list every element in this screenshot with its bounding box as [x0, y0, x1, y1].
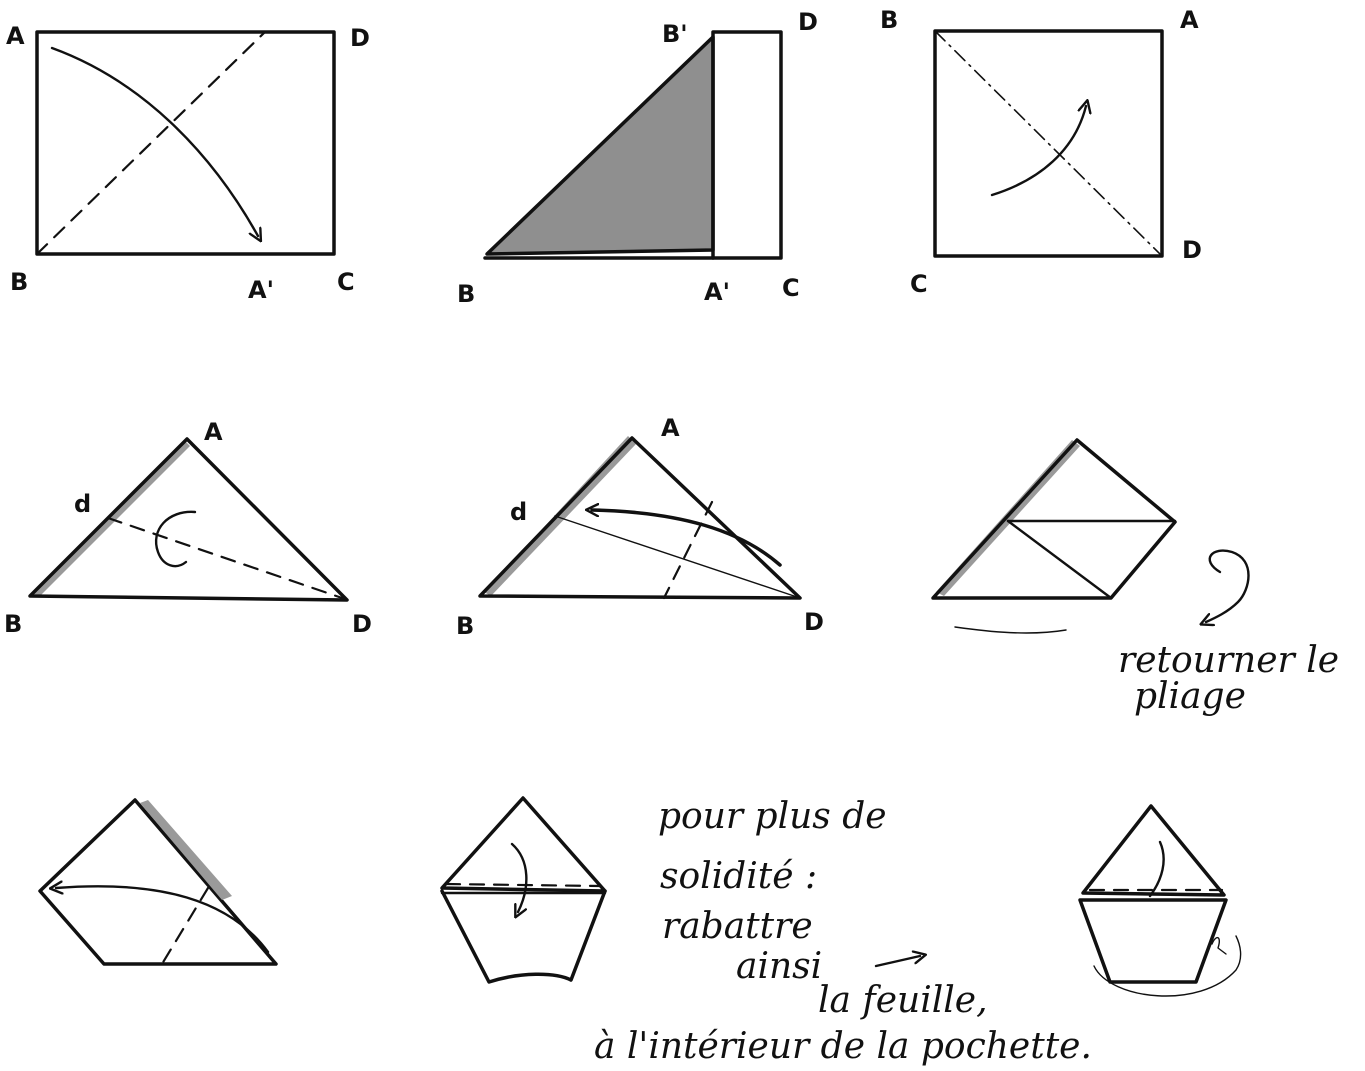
label-c: C	[337, 268, 355, 296]
label-d-upper: D	[350, 24, 370, 52]
label-c: C	[782, 274, 800, 302]
note-line1: pour plus de	[658, 796, 887, 837]
label-b: B	[457, 280, 475, 308]
fold-down-arrow	[510, 842, 528, 912]
diagonal-crease	[1006, 519, 1113, 600]
side-mark	[1211, 937, 1227, 955]
fold-line-dashed	[444, 882, 602, 888]
fold-line-dashed	[160, 886, 210, 966]
step-1-rectangle: A D B A' C	[6, 22, 370, 304]
label-d-upper: D	[798, 8, 818, 36]
label-b: B	[10, 268, 28, 296]
fold-arrow	[56, 886, 270, 954]
note-line5: la feuille,	[818, 980, 988, 1021]
pointer-arrow	[874, 956, 920, 968]
label-c: C	[910, 270, 928, 298]
fold-arrow	[592, 510, 782, 567]
remaining-strip	[711, 30, 783, 260]
label-d-upper: D	[804, 608, 824, 636]
fold-arrow	[990, 106, 1086, 197]
label-b: B	[880, 6, 898, 34]
triangle-outline	[478, 436, 802, 600]
step-2-folded-triangle: B' D B A' C	[457, 8, 818, 308]
base-shadow-curve	[1093, 935, 1242, 997]
fold-line-dashed	[662, 500, 714, 600]
label-b: B	[456, 612, 474, 640]
edge-strip	[33, 440, 190, 596]
fold-arrow	[50, 46, 258, 236]
triangle-outline	[28, 437, 349, 602]
label-a: A	[6, 22, 25, 50]
tuck-arrow	[1148, 840, 1165, 898]
label-d-upper: D	[352, 610, 372, 638]
note-line4: ainsi	[736, 946, 822, 987]
label-a: A	[1180, 6, 1199, 34]
shape-outline	[931, 438, 1177, 600]
label-a: A	[661, 414, 680, 442]
pocket-body	[440, 889, 607, 984]
turn-over-note-line1: retourner le	[1118, 640, 1339, 681]
paper-square	[933, 29, 1164, 258]
step-6-folded-shape: retourner le pliage	[931, 438, 1339, 717]
paper-rectangle	[35, 30, 336, 256]
fold-line-dashed	[106, 516, 347, 601]
turn-over-note-line2: pliage	[1134, 676, 1246, 717]
label-a: A	[204, 418, 223, 446]
label-d-upper: D	[1182, 236, 1202, 264]
label-d-lower: d	[510, 498, 527, 526]
pocket-top-triangle	[1081, 804, 1226, 897]
step-9-finished-pocket	[1078, 804, 1242, 997]
note-line2: solidité :	[660, 856, 817, 897]
solidity-note: pour plus de solidité : rabattre ainsi l…	[594, 796, 1092, 1067]
label-b: B	[4, 610, 22, 638]
step-7-shape	[38, 798, 278, 966]
diagonal-fold-line	[934, 30, 1163, 257]
pocket-body	[1078, 898, 1228, 984]
step-3-square: B A C D	[880, 6, 1202, 298]
turn-over-arrow	[1206, 549, 1250, 622]
shadow-curve	[954, 626, 1067, 634]
rotation-arrow	[155, 510, 197, 568]
label-b-prime: B'	[662, 20, 688, 48]
label-a-prime: A'	[248, 276, 274, 304]
fold-line-dashed	[35, 30, 267, 256]
label-a-prime: A'	[704, 278, 730, 306]
shape-outline	[38, 798, 278, 966]
edge-strip	[140, 800, 232, 900]
edge-strip	[484, 436, 636, 596]
label-d-lower: d	[74, 490, 91, 518]
crease-line	[554, 515, 801, 599]
step-8-pocket	[440, 796, 607, 984]
note-line6: à l'intérieur de la pochette.	[594, 1026, 1092, 1067]
step-5-triangle: A d B D	[456, 414, 824, 640]
step-4-triangle: A d B D	[4, 418, 372, 638]
note-line3: rabattre	[662, 906, 813, 947]
pocket-top-triangle	[440, 796, 607, 893]
